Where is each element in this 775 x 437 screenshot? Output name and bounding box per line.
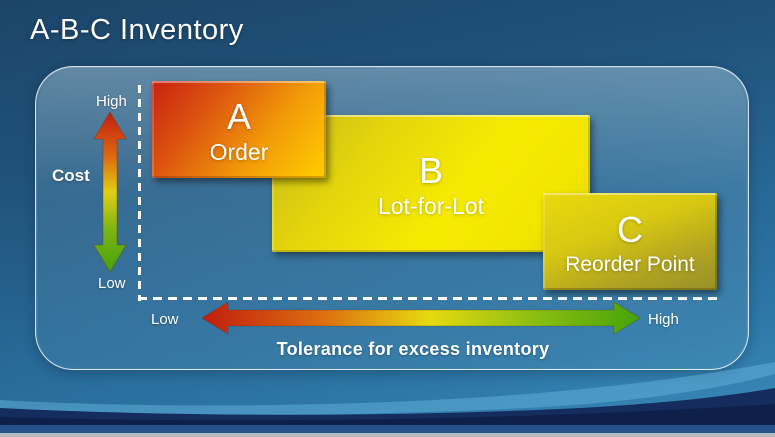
box-c-label: Reorder Point	[565, 253, 695, 277]
box-a-letter: A	[226, 96, 251, 138]
cost-axis-low-label: Low	[98, 275, 126, 292]
box-c-letter: C	[617, 209, 643, 251]
cost-axis-label: Cost	[52, 166, 90, 185]
box-b-label: Lot-for-Lot	[377, 193, 485, 220]
cost-axis-high-label: High	[96, 93, 127, 110]
x-axis-dashed-line	[138, 297, 719, 300]
bottom-wave-decoration	[0, 362, 775, 437]
tolerance-gradient-arrow-icon	[202, 301, 640, 335]
tolerance-axis-label: Tolerance for excess inventory	[276, 339, 550, 359]
box-b-letter: B	[418, 150, 443, 192]
box-b-lot-for-lot: B Lot-for-Lot	[272, 115, 590, 252]
tolerance-axis-low-label: Low	[151, 311, 179, 328]
box-a-order: A Order	[152, 81, 326, 178]
page-title: A-B-C Inventory	[30, 14, 244, 46]
y-axis-dashed-line	[138, 85, 141, 301]
tolerance-axis-high-label: High	[648, 311, 679, 328]
box-a-label: Order	[209, 139, 269, 166]
box-c-reorder-point: C Reorder Point	[543, 193, 717, 290]
cost-gradient-arrow-icon	[93, 112, 127, 272]
